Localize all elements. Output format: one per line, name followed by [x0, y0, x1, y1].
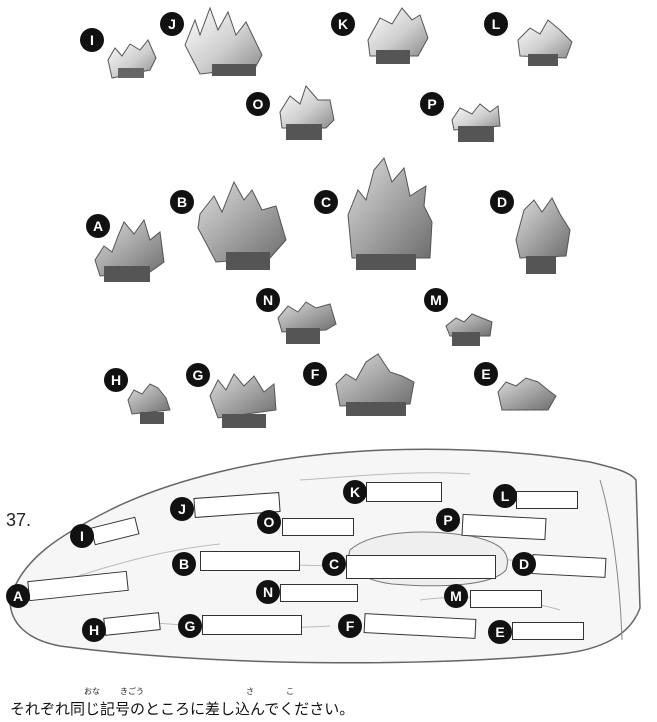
- piece-i-crystal: [108, 40, 156, 78]
- piece-p-crystal: [452, 104, 500, 142]
- piece-l-crystal: [518, 20, 572, 66]
- slot-badge-h: H: [82, 618, 106, 642]
- ruby-kigou: きごう: [120, 686, 144, 697]
- slot-g[interactable]: [202, 615, 302, 635]
- slot-badge-k: K: [343, 480, 367, 504]
- slot-badge-o: O: [257, 510, 281, 534]
- slot-badge-e: E: [488, 620, 512, 644]
- piece-j-crystal: [185, 8, 262, 76]
- slot-m[interactable]: [470, 590, 542, 608]
- piece-badge-g: G: [186, 363, 210, 387]
- piece-n-crystal: [278, 302, 336, 344]
- slot-badge-m: M: [444, 584, 468, 608]
- piece-badge-a: A: [86, 214, 110, 238]
- slot-badge-j: J: [170, 497, 194, 521]
- slot-k[interactable]: [366, 482, 442, 502]
- ruby-sashi: さ: [246, 686, 254, 697]
- ruby-komi: こ: [286, 686, 294, 697]
- piece-badge-l: L: [484, 12, 508, 36]
- piece-k-crystal: [368, 8, 428, 64]
- slot-l[interactable]: [516, 491, 578, 509]
- piece-badge-p: P: [420, 92, 444, 116]
- piece-g-crystal: [210, 374, 276, 428]
- slot-badge-n: N: [256, 580, 280, 604]
- piece-badge-j: J: [160, 12, 184, 36]
- slot-d[interactable]: [532, 554, 607, 578]
- slot-badge-i: I: [70, 524, 94, 548]
- piece-h-crystal: [128, 384, 170, 424]
- slot-badge-c: C: [322, 552, 346, 576]
- slot-badge-l: L: [493, 484, 517, 508]
- piece-f-crystal: [336, 354, 414, 416]
- slot-badge-f: F: [338, 614, 362, 638]
- piece-badge-d: D: [490, 190, 514, 214]
- slot-badge-d: D: [512, 552, 536, 576]
- ruby-onaji: おな: [84, 686, 100, 697]
- piece-o-crystal: [280, 86, 334, 140]
- piece-b-crystal: [198, 182, 286, 270]
- slot-c[interactable]: [346, 555, 496, 579]
- slot-e[interactable]: [512, 622, 584, 640]
- piece-badge-c: C: [314, 190, 338, 214]
- instruction-text: それぞれ同じ記号のところに差し込んでください。: [10, 698, 354, 719]
- slot-badge-a: A: [6, 584, 30, 608]
- page-number: 37.: [6, 510, 31, 531]
- piece-badge-o: O: [246, 92, 270, 116]
- piece-d-crystal: [516, 198, 570, 274]
- piece-badge-b: B: [170, 190, 194, 214]
- piece-c-crystal: [348, 158, 432, 270]
- piece-e-crystal: [498, 378, 556, 410]
- piece-badge-f: F: [303, 362, 327, 386]
- slot-o[interactable]: [282, 518, 354, 536]
- slot-badge-b: B: [172, 552, 196, 576]
- slot-p[interactable]: [461, 514, 546, 540]
- slot-b[interactable]: [200, 551, 300, 571]
- piece-badge-e: E: [474, 362, 498, 386]
- piece-m-crystal: [446, 314, 492, 346]
- piece-badge-k: K: [331, 12, 355, 36]
- piece-badge-m: M: [424, 288, 448, 312]
- piece-badge-i: I: [80, 28, 104, 52]
- piece-badge-n: N: [256, 288, 280, 312]
- slot-n[interactable]: [280, 584, 358, 602]
- slot-badge-g: G: [178, 614, 202, 638]
- piece-badge-h: H: [104, 368, 128, 392]
- slot-badge-p: P: [436, 508, 460, 532]
